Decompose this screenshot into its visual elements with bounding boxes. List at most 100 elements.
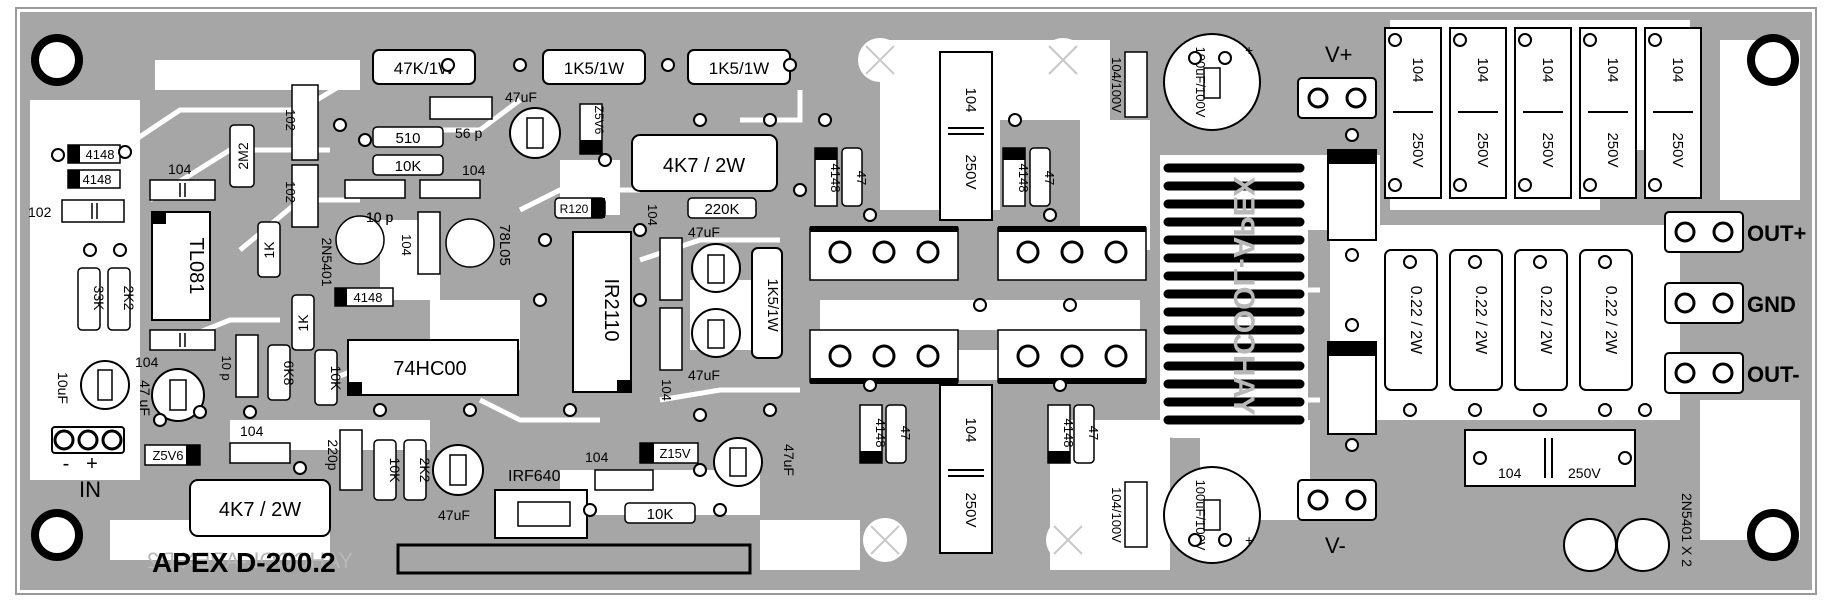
film-cap-4: 104 250V — [1579, 27, 1637, 199]
zener-z5v6-bottom: Z5V6 — [144, 444, 201, 466]
film-cap-2: 104 250V — [1449, 27, 1507, 199]
capacitor-10uf: 10uF — [55, 360, 130, 410]
svg-text:4148: 4148 — [828, 164, 843, 193]
svg-text:47: 47 — [898, 426, 913, 440]
svg-text:104: 104 — [135, 354, 159, 370]
svg-text:4148: 4148 — [873, 419, 888, 448]
zener-z15v: Z15V — [639, 442, 699, 464]
svg-text:47: 47 — [1086, 426, 1101, 440]
output-inductor: YAHCOOL-APEX — [1160, 158, 1308, 438]
resistor-47k: 47K/1W — [372, 49, 476, 85]
mounting-hole-top-right — [1747, 34, 1799, 86]
svg-text:10K: 10K — [395, 158, 422, 175]
svg-text:2N5401 X 2: 2N5401 X 2 — [1679, 493, 1695, 567]
capacitor-104-100v-top: 104/100V — [1109, 51, 1148, 118]
resistor-47-d: 47 — [1073, 404, 1101, 464]
svg-text:102: 102 — [283, 181, 298, 203]
svg-text:4K7 / 2W: 4K7 / 2W — [219, 499, 301, 521]
capacitor-104-100v-bottom: 104/100V — [1109, 481, 1148, 548]
mosfet-pads-bottom-left — [809, 329, 959, 384]
film-cap-top-a: 104 250V — [939, 51, 993, 221]
svg-text:104: 104 — [659, 379, 674, 401]
svg-text:104: 104 — [1498, 465, 1522, 481]
power-diode-bottom — [1327, 341, 1377, 435]
capacitor-47uf-top: 47uF — [505, 89, 561, 159]
svg-text:104: 104 — [1539, 57, 1556, 82]
svg-text:56 p: 56 p — [455, 125, 482, 141]
mounting-holes — [31, 34, 1799, 561]
svg-text:104: 104 — [168, 161, 192, 177]
svg-text:102: 102 — [28, 204, 52, 220]
svg-text:104: 104 — [645, 204, 660, 226]
capacitor-47uf-mid: 47uF — [713, 437, 797, 487]
svg-text:1K: 1K — [295, 314, 311, 332]
svg-text:V+: V+ — [1325, 42, 1353, 67]
ic-tl081: TL081 — [151, 211, 211, 321]
capacitor-47uf-ir-a: 47uF — [688, 224, 741, 293]
svg-text:47: 47 — [1042, 171, 1057, 185]
capacitor-104-ir: 104 104 — [645, 204, 683, 401]
svg-text:104: 104 — [1409, 57, 1426, 82]
svg-text:33K: 33K — [91, 286, 107, 312]
diode-4148-b: 4148 — [67, 169, 121, 189]
mounting-hole-bottom-left — [31, 509, 83, 561]
svg-text:1K: 1K — [261, 241, 277, 259]
screw-marker — [1041, 38, 1085, 82]
svg-text:10K: 10K — [647, 506, 674, 523]
svg-text:1K5/1W: 1K5/1W — [709, 59, 769, 78]
svg-text:104: 104 — [1474, 57, 1491, 82]
svg-text:4K7 / 2W: 4K7 / 2W — [663, 155, 745, 177]
capacitor-104-tl-bottom — [149, 329, 216, 351]
svg-text:6K8: 6K8 — [281, 361, 297, 386]
svg-text:2M2: 2M2 — [235, 142, 251, 169]
resistor-33k: 33K — [77, 267, 107, 331]
svg-text:104: 104 — [462, 162, 486, 178]
capacitor-47uf-bottom: 47uF — [432, 444, 484, 523]
capacitor-10p-b: 10 p — [366, 209, 393, 225]
diode-4148-c: 4148 — [334, 287, 394, 307]
film-cap-1: 104 250V — [1384, 27, 1442, 199]
svg-text:4148: 4148 — [86, 147, 115, 162]
resistor-2m2: 2M2 — [229, 124, 255, 188]
svg-text:104: 104 — [1669, 57, 1686, 82]
power-diode-top — [1327, 149, 1377, 241]
svg-text:104: 104 — [962, 417, 979, 442]
svg-text:250V: 250V — [1474, 132, 1491, 167]
screw-markers — [858, 38, 1090, 562]
svg-text:2K2: 2K2 — [417, 458, 433, 483]
resistor-022-2: 0.22 / 2W — [1449, 249, 1503, 391]
svg-text:TL081: TL081 — [185, 238, 207, 295]
svg-text:IRF640: IRF640 — [508, 468, 561, 485]
resistor-022-1: 0.22 / 2W — [1384, 249, 1438, 391]
svg-text:4148: 4148 — [83, 172, 112, 187]
svg-text:1K5/1W: 1K5/1W — [764, 278, 781, 332]
film-cap-bottom-a: 104 250V — [939, 384, 993, 554]
resistor-10k-top: 10K — [372, 154, 444, 176]
svg-text:2N5401: 2N5401 — [319, 237, 335, 286]
svg-text:YAHCOOL-APEX D2: YAHCOOL-APEX D2 — [147, 548, 353, 573]
mounting-hole-top-left — [31, 34, 83, 86]
svg-text:-: - — [63, 453, 70, 475]
zener-z5v6-top: Z5V6 — [579, 103, 606, 155]
resistor-1k-b: 1K — [291, 294, 315, 351]
capacitor-104-vert: 104 — [399, 211, 441, 275]
svg-text:104/100V: 104/100V — [1109, 57, 1124, 113]
resistor-2k2-a: 2K2 — [107, 267, 137, 331]
capacitor-104-mid: 104 — [419, 162, 486, 199]
resistor-2k2-b: 2K2 — [403, 439, 433, 501]
capacitor-104-irf: 104 — [585, 449, 654, 491]
resistor-47-b: 47 — [1029, 147, 1057, 207]
svg-text:4148: 4148 — [1061, 419, 1076, 448]
capacitor-56p: 56 p — [429, 96, 493, 141]
film-cap-horizontal: 104 250V — [1464, 429, 1636, 487]
gnd-connector: GND — [1664, 282, 1796, 324]
svg-text:1K5/1W: 1K5/1W — [564, 59, 624, 78]
film-cap-5: 104 250V — [1644, 27, 1702, 199]
mosfet-pads-top-right — [997, 226, 1147, 281]
svg-text:IR2110: IR2110 — [600, 278, 622, 341]
resistor-1k-a: 1K — [257, 221, 281, 278]
svg-text:104: 104 — [240, 423, 264, 439]
resistor-4k7-top: 4K7 / 2W — [631, 134, 778, 192]
svg-text:10uF: 10uF — [55, 372, 71, 404]
